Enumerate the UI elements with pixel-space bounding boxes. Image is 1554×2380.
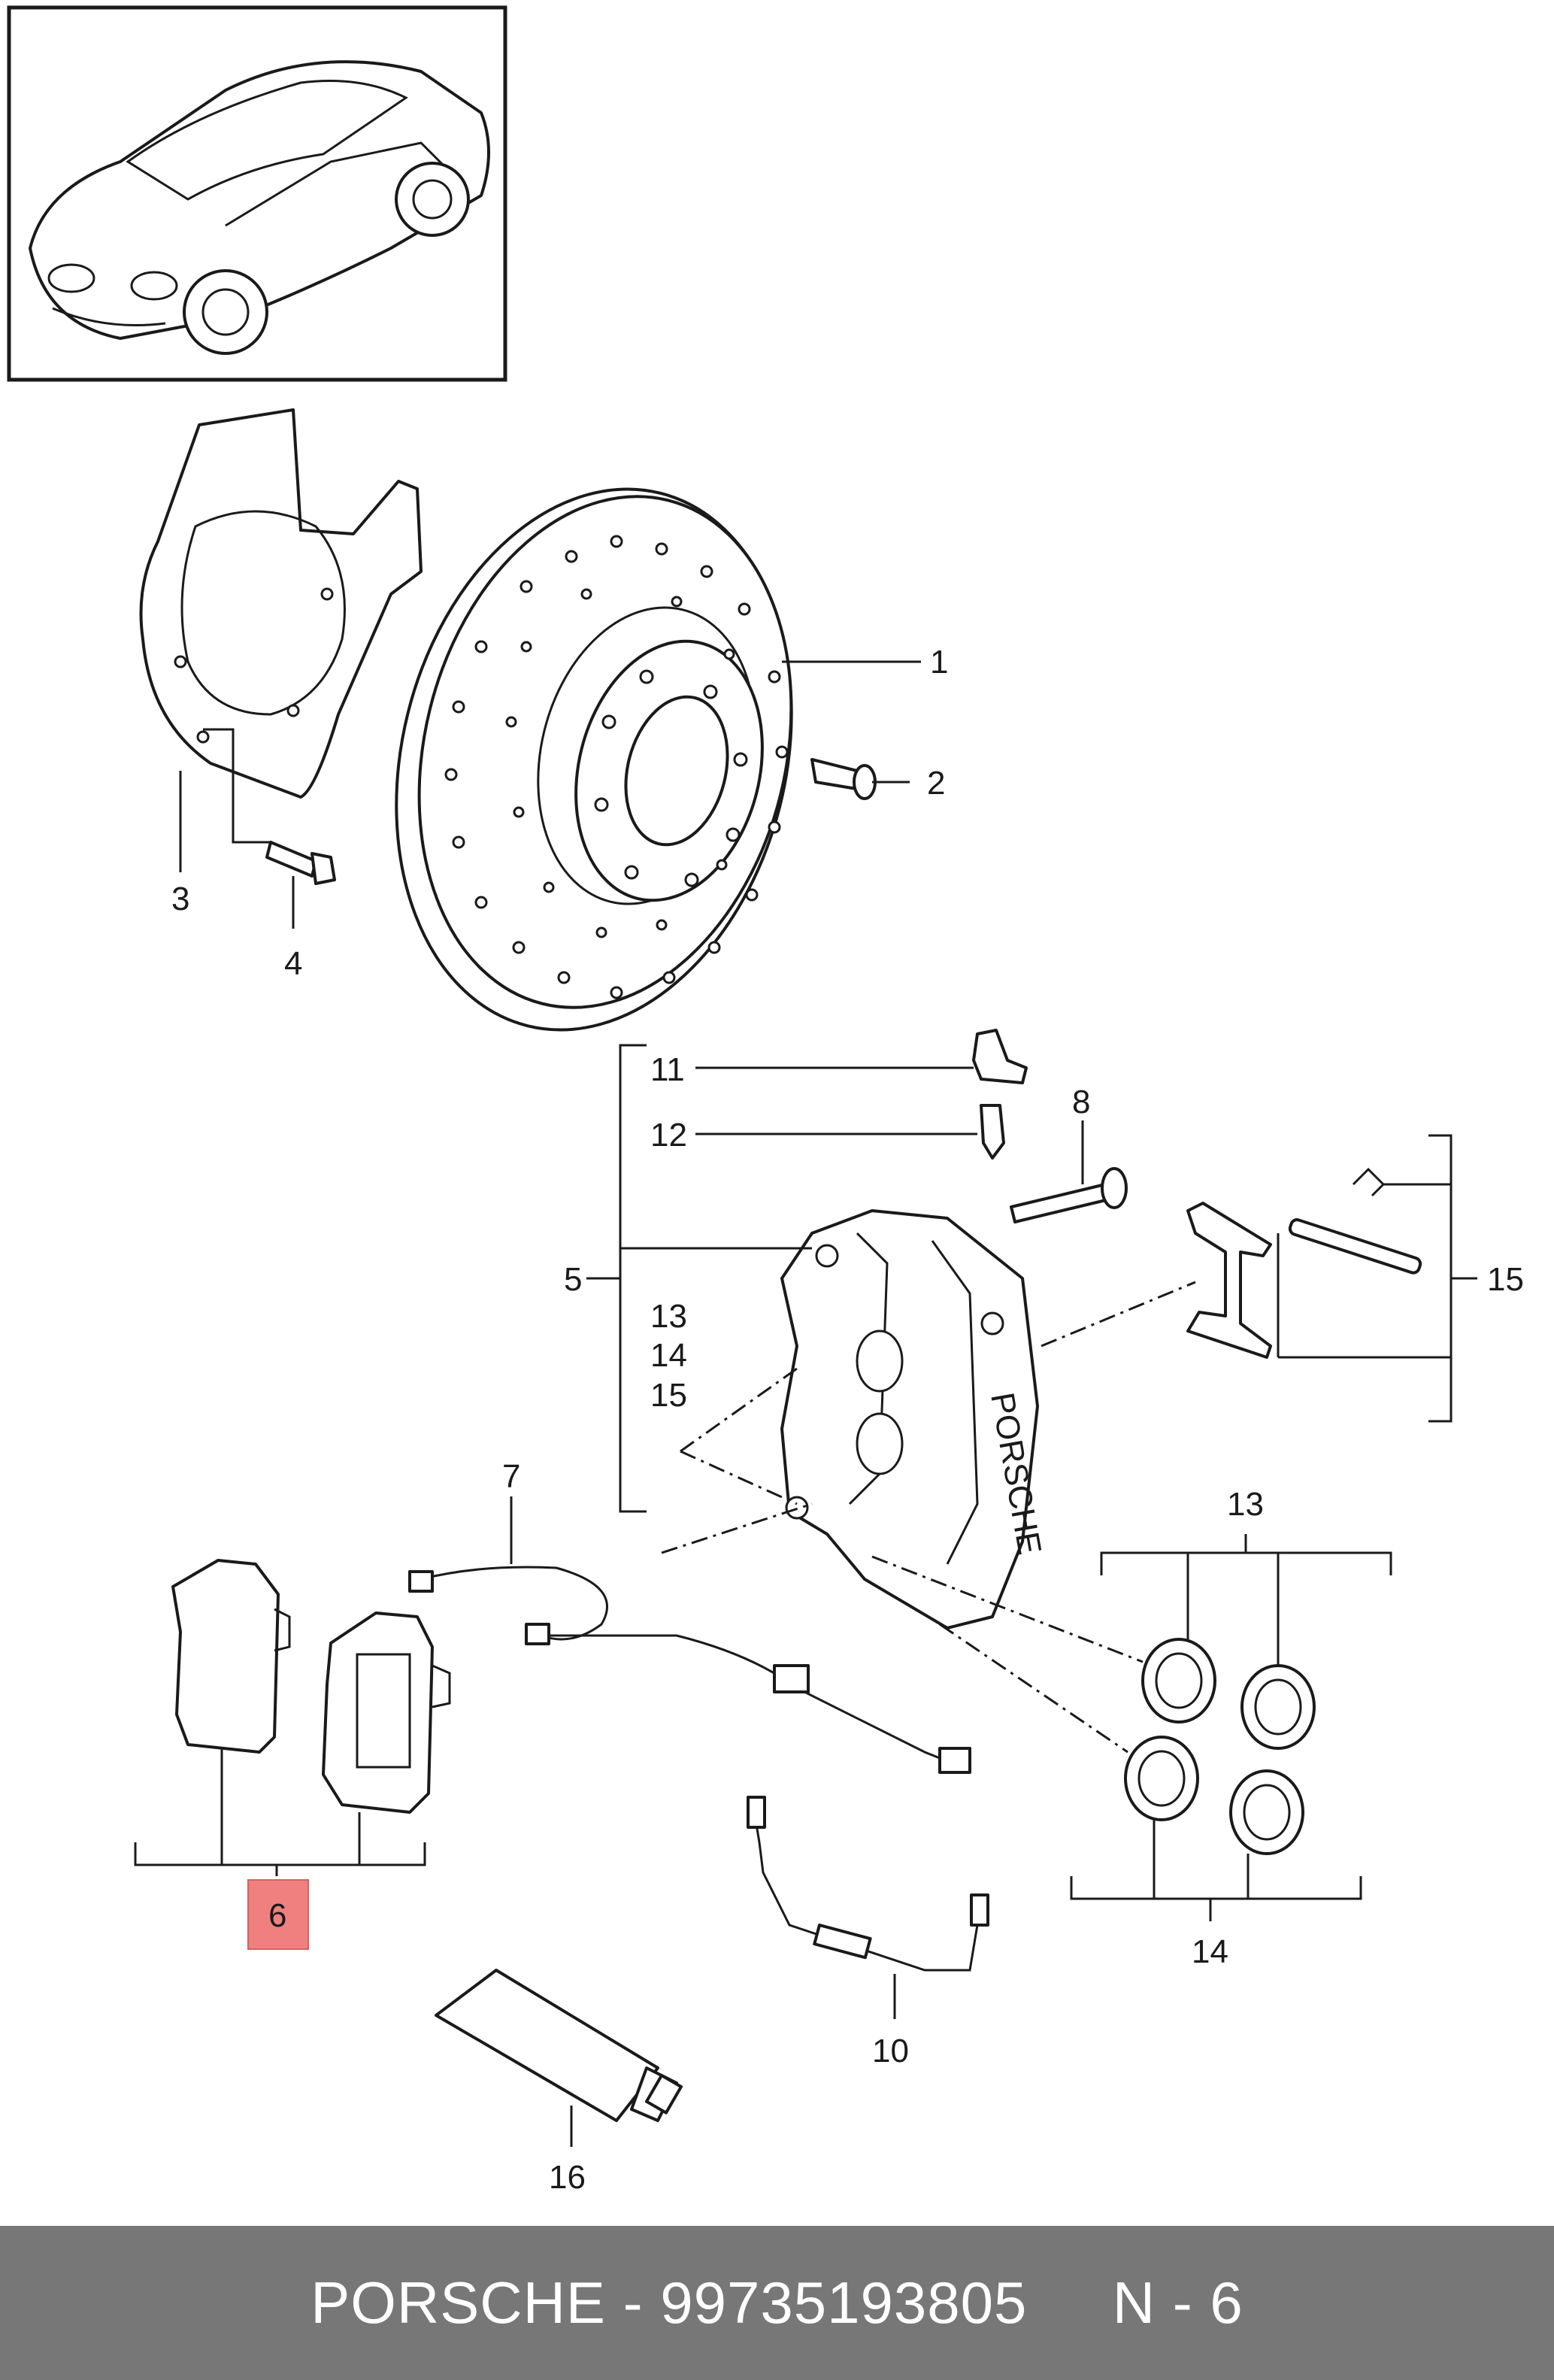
- brake-pads-part-6: [171, 1559, 451, 1814]
- callout-8: 8: [1072, 1084, 1090, 1120]
- leader-lines: [134, 660, 1477, 2147]
- countersunk-screw-part-2: [810, 758, 877, 800]
- wear-sensor-part-7: [408, 1566, 971, 1774]
- callout-15: 15: [1487, 1261, 1524, 1298]
- callout-3: 3: [171, 881, 189, 917]
- bleeder-cap-part-11: [972, 1029, 1028, 1084]
- car-thumbnail: [7, 5, 507, 382]
- brake-disc-part-1: [395, 487, 793, 1032]
- spring-clip-part-15: [1186, 1167, 1422, 1359]
- brake-caliper-part-5: PORSCHE: [780, 1209, 1048, 1630]
- dust-shield-part-3: [139, 408, 423, 799]
- bleeder-valve-part-12: [980, 1104, 1005, 1160]
- callout-14: 14: [1192, 1933, 1228, 1970]
- callout-7: 7: [502, 1458, 520, 1495]
- callout-14-caliper: 14: [650, 1337, 687, 1374]
- callout-10: 10: [872, 2033, 909, 2069]
- footer-part-number: PORSCHE - 99735193805 N - 6: [310, 2269, 1244, 2336]
- grease-tube-part-16: [435, 1969, 683, 2122]
- callout-1: 1: [930, 644, 948, 681]
- pin-part-8: [1010, 1167, 1128, 1223]
- piston-seal-kit-part-13: [1141, 1638, 1316, 1750]
- highlight-box-part-6: [247, 1879, 309, 1950]
- callout-11: 11: [650, 1051, 685, 1088]
- callout-labels: 1 2 3 4 11 12 8 5 13 14 15 15 7 13 14 6 …: [171, 644, 1524, 2196]
- callout-15-caliper: 15: [650, 1377, 687, 1414]
- callout-2: 2: [927, 765, 945, 802]
- brake-line-part-10: [747, 1796, 989, 1972]
- callout-4: 4: [284, 945, 302, 982]
- hex-bolt-part-4: [265, 841, 336, 885]
- brake-parts-diagram: PORSCHE: [7, 5, 1524, 2196]
- callout-5: 5: [564, 1261, 582, 1298]
- callout-16: 16: [549, 2159, 586, 2196]
- callout-6: 6: [268, 1897, 286, 1934]
- callout-13-caliper: 13: [650, 1298, 687, 1335]
- footer-bar: PORSCHE - 99735193805 N - 6: [0, 2226, 1554, 2380]
- callout-12: 12: [650, 1117, 687, 1154]
- callout-13: 13: [1227, 1486, 1264, 1523]
- piston-seal-kit-part-14: [1124, 1736, 1304, 1855]
- assembly-lines: [661, 1281, 1196, 1754]
